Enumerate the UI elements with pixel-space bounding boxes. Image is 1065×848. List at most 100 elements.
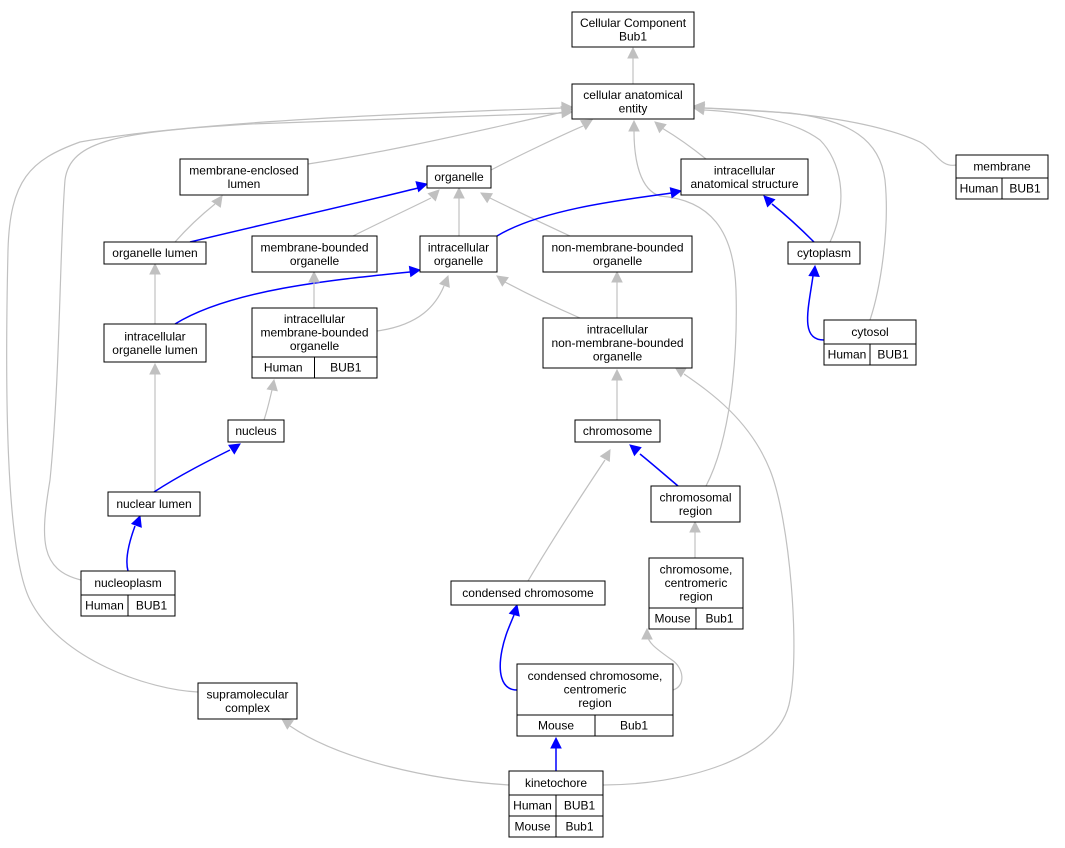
edge-line bbox=[806, 275, 825, 341]
node-box bbox=[508, 770, 604, 796]
edge-arrowhead bbox=[561, 101, 574, 114]
edge-arrowhead bbox=[599, 449, 611, 462]
annotation-gene-cell: Bub1 bbox=[555, 815, 604, 838]
node-label-line: intracellular bbox=[714, 163, 775, 177]
node-label-line: organelle bbox=[290, 254, 340, 268]
annotation-gene: BUB1 bbox=[136, 599, 168, 613]
edge-arrowhead bbox=[763, 195, 776, 208]
edge-inmbo-is_a-io bbox=[496, 275, 581, 319]
annotation-cell-bg bbox=[869, 343, 917, 366]
edge-arrowhead bbox=[808, 264, 820, 277]
edge-line bbox=[504, 281, 581, 319]
node-box bbox=[103, 241, 207, 265]
node-label-line: entity bbox=[619, 101, 648, 115]
edge-arrowhead bbox=[580, 119, 593, 131]
node-label-line: chromosome bbox=[583, 424, 653, 438]
edge-smc-is_a-cae bbox=[6, 101, 574, 693]
node-nl[interactable]: nuclear lumen bbox=[107, 491, 201, 517]
annotation-gene: BUB1 bbox=[1009, 182, 1041, 196]
edge-arrowhead bbox=[149, 262, 161, 275]
node-label-line: lumen bbox=[228, 177, 261, 191]
edge-cccr-is_a-ccr bbox=[641, 627, 683, 691]
node-label-line: chromosome, bbox=[660, 563, 733, 577]
edge-line bbox=[527, 459, 606, 582]
node-label-line: intracellular bbox=[428, 240, 489, 254]
edge-mem-is_a-cae bbox=[692, 101, 957, 166]
annotation-gene: Bub1 bbox=[705, 612, 733, 626]
edge-mel-is_a-cae bbox=[307, 105, 574, 165]
node-label-line: nucleoplasm bbox=[94, 576, 161, 590]
edge-cdc-is_a-chr bbox=[527, 449, 611, 582]
node-imbo[interactable]: intracellularmembrane-boundedorganelleHu… bbox=[251, 307, 378, 379]
node-inmbo[interactable]: intracellularnon-membrane-boundedorganel… bbox=[542, 317, 693, 369]
node-cccr[interactable]: condensed chromosome,centromericregionMo… bbox=[516, 663, 674, 737]
edge-line bbox=[489, 197, 571, 237]
edge-arrowhead bbox=[438, 274, 450, 288]
edge-arrowhead bbox=[415, 181, 429, 193]
node-label-line: complex bbox=[225, 701, 270, 715]
annotation-species-cell: Human bbox=[251, 356, 315, 379]
node-orgl[interactable]: organelle lumen bbox=[103, 241, 207, 265]
edge-chrr-part_of-chr bbox=[629, 444, 679, 487]
edge-line bbox=[289, 725, 510, 786]
edge-line bbox=[703, 109, 842, 243]
node-label-line: region bbox=[679, 590, 712, 604]
node-org[interactable]: organelle bbox=[426, 165, 492, 189]
node-box bbox=[103, 323, 207, 363]
edges-layer bbox=[6, 46, 957, 786]
edge-line bbox=[174, 271, 411, 325]
edge-arrowhead bbox=[130, 514, 142, 528]
edge-cccr-part_of-cdc bbox=[499, 603, 520, 691]
edge-line bbox=[126, 525, 136, 572]
edge-chrr-is_a-cae bbox=[628, 119, 737, 487]
node-box bbox=[542, 235, 693, 273]
node-box bbox=[787, 241, 861, 265]
annotation-species-cell: Human bbox=[955, 177, 1003, 200]
node-cyto[interactable]: cytoplasm bbox=[787, 241, 861, 265]
node-label-line: membrane-bounded bbox=[260, 326, 368, 340]
edge-line bbox=[352, 197, 432, 237]
node-box bbox=[251, 307, 378, 358]
node-box bbox=[650, 485, 741, 523]
node-nuc[interactable]: nucleus bbox=[227, 419, 285, 443]
node-cdc[interactable]: condensed chromosome bbox=[450, 580, 606, 606]
edge-line bbox=[646, 632, 683, 691]
edge-arrowhead bbox=[308, 270, 320, 283]
edge-arrowhead bbox=[550, 736, 562, 749]
node-label-line: non-membrane-bounded bbox=[551, 336, 683, 350]
edge-chr-is_a-inmbo bbox=[611, 368, 623, 420]
node-box bbox=[571, 11, 695, 48]
edge-arrowhead bbox=[408, 265, 422, 278]
node-label-line: supramolecular bbox=[206, 687, 288, 701]
annotation-gene-cell: Bub1 bbox=[695, 607, 744, 630]
annotation-species: Mouse bbox=[538, 719, 574, 733]
node-label-line: intracellular bbox=[124, 329, 185, 343]
annotation-gene: BUB1 bbox=[877, 348, 909, 362]
annotation-species: Human bbox=[85, 599, 124, 613]
node-chr[interactable]: chromosome bbox=[574, 419, 661, 443]
node-label-line: organelle bbox=[434, 170, 484, 184]
node-label-line: intracellular bbox=[284, 312, 345, 326]
edge-cytosol-part_of-cyto bbox=[806, 264, 825, 341]
node-label-line: Bub1 bbox=[619, 29, 647, 43]
annotation-cell-bg bbox=[555, 815, 604, 838]
edge-cae-is_a-cc bbox=[627, 46, 639, 84]
node-label-line: membrane bbox=[973, 160, 1031, 174]
node-box bbox=[680, 158, 809, 196]
edge-arrowhead bbox=[228, 443, 241, 455]
